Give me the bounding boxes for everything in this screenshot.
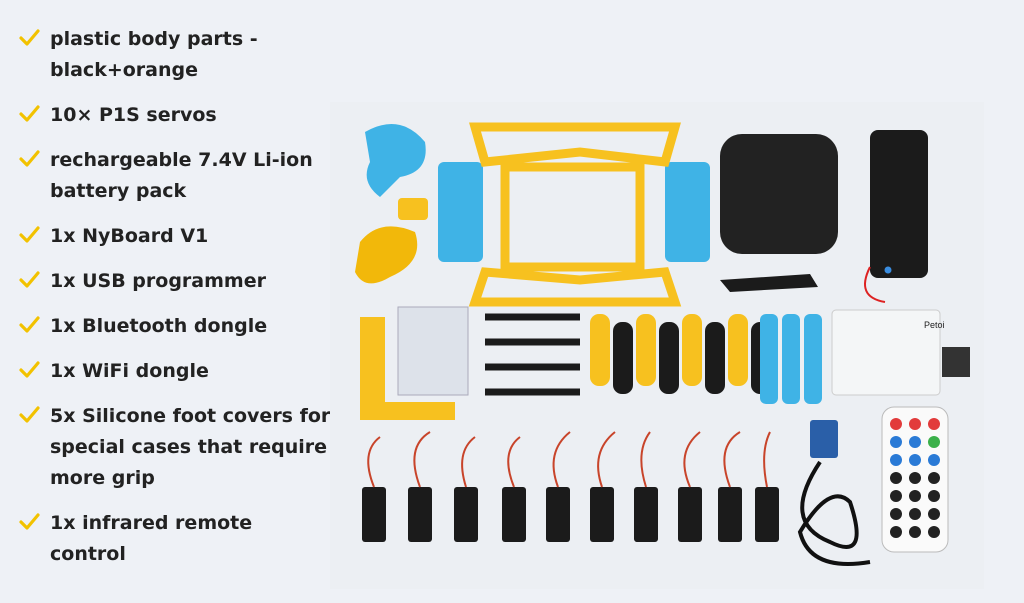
nyboard: [831, 309, 941, 396]
battery-wire: [864, 266, 886, 303]
head-shell-part: [365, 124, 426, 197]
list-item: 10× P1S servos: [18, 100, 338, 131]
item-text: rechargeable 7.4V Li-ion battery pack: [50, 149, 313, 202]
battery-pack: [870, 130, 928, 278]
list-item: 1x Bluetooth dongle: [18, 311, 338, 342]
check-icon: [18, 103, 40, 125]
servos: [362, 487, 779, 542]
item-text: 1x USB programmer: [50, 270, 266, 292]
frame-bottom: [468, 267, 682, 307]
screws-box: [397, 306, 469, 396]
foot-covers: [590, 314, 771, 394]
check-icon: [18, 224, 40, 246]
remote-buttons: [890, 418, 940, 538]
battery-led: [884, 266, 892, 274]
check-icon: [18, 27, 40, 49]
board-label: Petoi: [924, 320, 945, 330]
list-item: plastic body parts - black+orange: [18, 24, 338, 86]
check-icon: [18, 359, 40, 381]
list-item: 1x NyBoard V1: [18, 221, 338, 252]
check-icon: [18, 404, 40, 426]
usb-cable: [797, 460, 871, 566]
usb-programmer: [810, 420, 838, 458]
item-text: 1x Bluetooth dongle: [50, 315, 268, 337]
product-photo: Petoi: [330, 102, 984, 589]
list-item: 5x Silicone foot covers for special case…: [18, 401, 338, 494]
body-cover: [720, 134, 838, 254]
frame-body: [500, 162, 645, 272]
item-text: 1x WiFi dongle: [50, 360, 209, 382]
check-icon: [18, 269, 40, 291]
black-handle: [720, 274, 818, 292]
item-text: 5x Silicone foot covers for special case…: [50, 405, 331, 489]
item-text: 10× P1S servos: [50, 104, 217, 126]
item-text: 1x NyBoard V1: [50, 225, 209, 247]
check-icon: [18, 511, 40, 533]
list-item: 1x USB programmer: [18, 266, 338, 297]
board-header: [942, 347, 970, 377]
right-bracket: [665, 162, 710, 262]
tail-part: [355, 226, 418, 284]
list-item: 1x infrared remote control: [18, 508, 338, 570]
check-icon: [18, 148, 40, 170]
l-bracket: [360, 317, 455, 420]
blue-parts: [760, 314, 822, 404]
item-text: 1x infrared remote control: [50, 512, 253, 565]
components-list: plastic body parts - black+orange 10× P1…: [18, 24, 338, 584]
list-item: 1x WiFi dongle: [18, 356, 338, 387]
servo-wires: [367, 431, 771, 488]
frame-top: [469, 122, 681, 167]
item-text: plastic body parts - black+orange: [50, 28, 258, 81]
left-bracket: [438, 162, 483, 262]
connector-part: [398, 198, 428, 220]
kit-components-illustration: Petoi: [355, 122, 970, 566]
black-legs: [485, 313, 580, 396]
list-item: rechargeable 7.4V Li-ion battery pack: [18, 145, 338, 207]
check-icon: [18, 314, 40, 336]
